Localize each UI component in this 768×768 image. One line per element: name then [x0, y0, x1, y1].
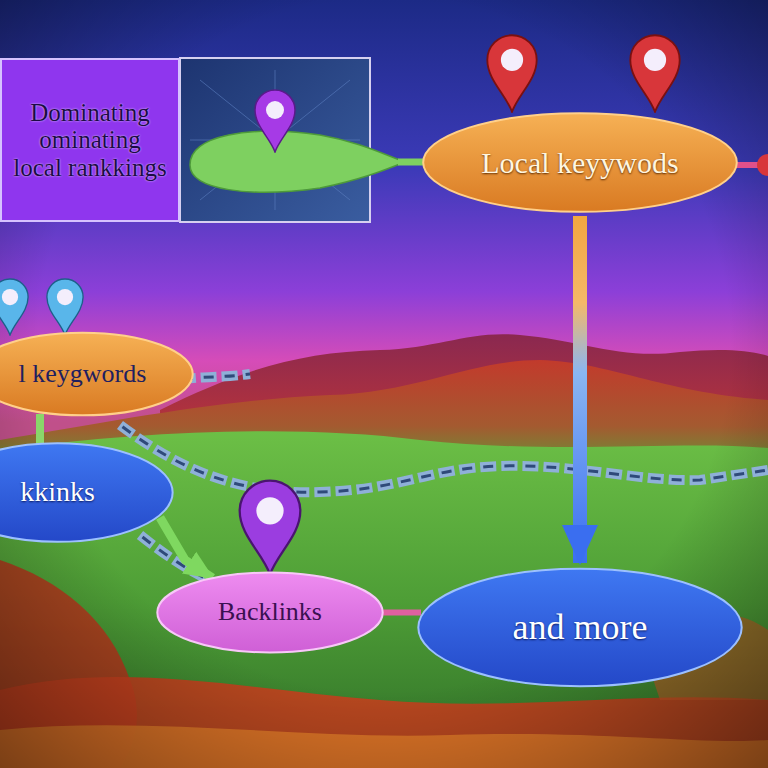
oval-fill	[0, 443, 173, 542]
map-pin	[47, 279, 83, 335]
text-wrap: Backlinks	[155, 570, 385, 655]
map-pin	[240, 481, 301, 575]
map-pin	[487, 35, 536, 112]
more-oval: and more	[415, 565, 745, 690]
title-text: Dominating ominating local rankkings	[12, 99, 168, 182]
map-pin-edge	[757, 154, 768, 176]
keyword-oval: Local keyywods	[420, 110, 740, 215]
title-box: Dominating ominating local rankkings	[0, 58, 180, 222]
chain	[120, 374, 768, 578]
backlink-oval: kkinks	[0, 440, 175, 545]
map-pin	[255, 90, 295, 152]
connector-line	[383, 610, 421, 616]
node-label: and more	[513, 608, 648, 648]
flow-arrow	[573, 216, 587, 563]
oval-fill	[423, 113, 737, 212]
text-wrap: kkinks	[0, 440, 175, 545]
flow-arrow	[160, 518, 213, 579]
text-wrap: l keygwords	[0, 330, 195, 418]
text-wrap: Local keyywods	[420, 110, 740, 215]
node-label: kkinks	[20, 477, 95, 508]
keyword-oval: l keygwords	[0, 330, 195, 418]
location-teardrop	[190, 131, 405, 192]
map-pin	[630, 35, 679, 112]
connector-line	[36, 414, 44, 444]
oval-fill	[157, 573, 382, 653]
node-label: l keygwords	[19, 360, 147, 389]
oval-fill	[418, 569, 741, 687]
map-pin	[0, 279, 28, 335]
node-label: Backlinks	[218, 598, 322, 627]
text-wrap: and more	[415, 565, 745, 690]
connector-line	[398, 159, 424, 166]
oval-fill	[0, 333, 193, 416]
node-label: Local keyywods	[481, 146, 678, 179]
text-wrap: Dominating ominating local rankkings	[2, 60, 178, 220]
backlink-oval: Backlinks	[155, 570, 385, 655]
